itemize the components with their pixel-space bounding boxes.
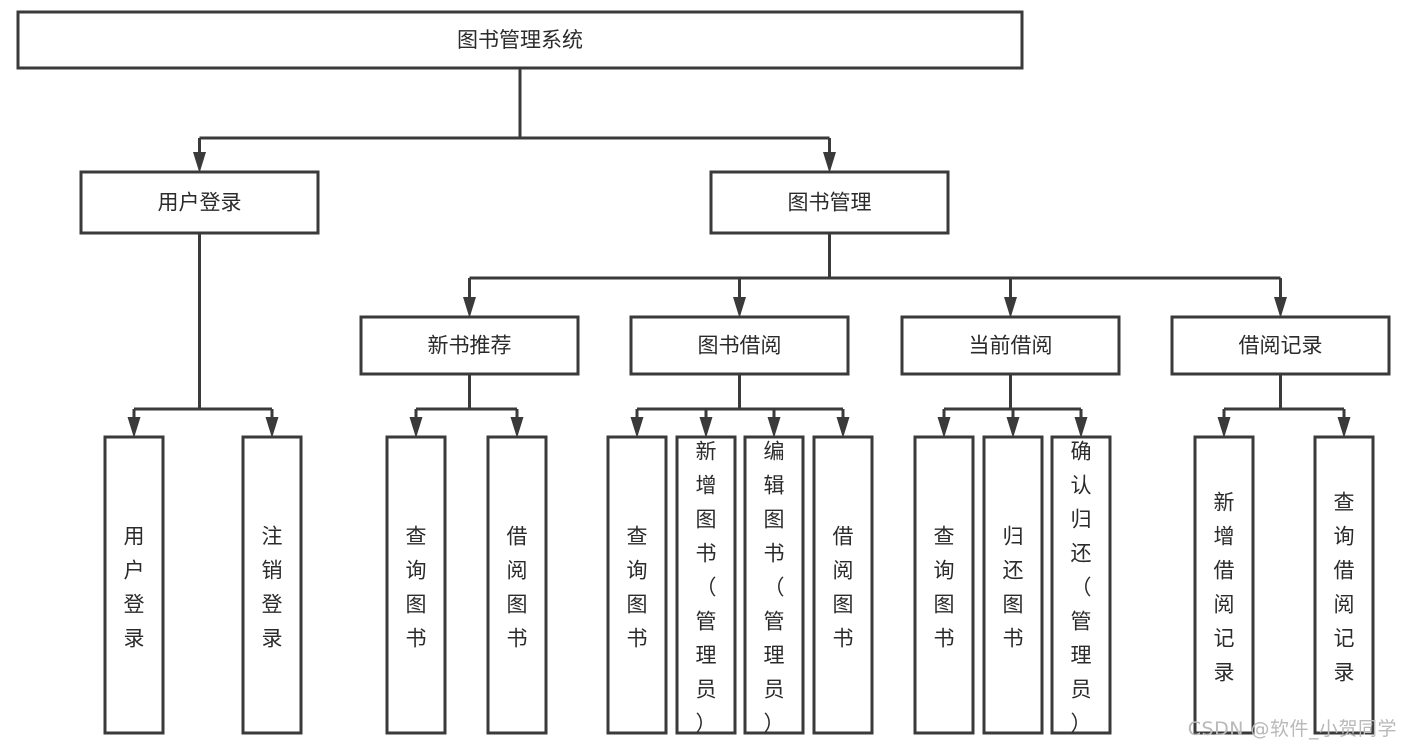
arrow-head-icon <box>1274 297 1287 318</box>
node-box <box>982 435 1044 735</box>
node-leaf-borrow-book-recommend[interactable]: 借阅图书 <box>486 435 548 735</box>
node-box <box>486 435 548 735</box>
node-leaf-query-book-borrow[interactable]: 查询图书 <box>606 435 668 735</box>
node-label: 当前借阅 <box>969 334 1053 358</box>
node-box <box>812 435 874 735</box>
node-label: 借阅图书 <box>507 525 528 651</box>
arrow-head-icon <box>836 417 850 438</box>
node-label: 查询图书 <box>627 525 648 651</box>
node-leaf-confirm-return[interactable]: 确认归还（管理员） <box>1050 435 1112 736</box>
node-label: 图书借阅 <box>698 334 782 358</box>
node-box <box>16 10 1024 70</box>
node-box <box>79 170 320 235</box>
connector-layer <box>127 68 1351 438</box>
node-leaf-user-login[interactable]: 用户登录 <box>103 435 165 735</box>
arrow-head-icon <box>265 417 279 438</box>
node-label: 归还图书 <box>1003 525 1024 651</box>
arrow-head-icon <box>510 417 524 438</box>
node-leaf-query-borrow-record[interactable]: 查询借阅记录 <box>1313 435 1375 735</box>
node-label: 确认归还（管理员） <box>1071 440 1092 736</box>
node-leaf-return-book[interactable]: 归还图书 <box>982 435 1044 735</box>
node-leaf-query-book-current[interactable]: 查询图书 <box>913 435 975 735</box>
node-new-book-recommend[interactable]: 新书推荐 <box>359 315 580 376</box>
node-label: 注销登录 <box>262 525 283 651</box>
node-label: 新增借阅记录 <box>1214 491 1235 685</box>
node-box <box>1313 435 1375 735</box>
arrow-head-icon <box>699 417 713 438</box>
node-box <box>606 435 668 735</box>
node-user-login[interactable]: 用户登录 <box>79 170 320 235</box>
node-leaf-borrow-book[interactable]: 借阅图书 <box>812 435 874 735</box>
node-root[interactable]: 图书管理系统 <box>16 10 1024 70</box>
node-label: 查询借阅记录 <box>1334 491 1355 685</box>
arrow-head-icon <box>1074 417 1088 438</box>
node-current-borrow[interactable]: 当前借阅 <box>900 315 1121 376</box>
node-label: 借阅记录 <box>1239 334 1323 358</box>
arrow-head-icon <box>463 297 476 318</box>
node-box <box>743 435 805 735</box>
arrow-head-icon <box>1006 417 1020 438</box>
node-box <box>675 435 737 735</box>
node-box <box>709 170 950 235</box>
node-label: 图书管理系统 <box>457 28 583 52</box>
node-box <box>241 435 303 735</box>
arrow-head-icon <box>823 152 836 173</box>
arrow-head-icon <box>733 297 746 318</box>
node-label: 新增图书（管理员） <box>696 440 717 736</box>
node-label: 查询图书 <box>934 525 955 651</box>
node-box <box>359 315 580 376</box>
arrow-head-icon <box>1337 417 1351 438</box>
node-label: 用户登录 <box>124 525 145 651</box>
node-box <box>103 435 165 735</box>
arrow-head-icon <box>127 417 141 438</box>
node-leaf-add-borrow-record[interactable]: 新增借阅记录 <box>1193 435 1255 735</box>
node-layer: 图书管理系统用户登录图书管理新书推荐图书借阅当前借阅借阅记录用户登录注销登录查询… <box>16 10 1391 736</box>
node-label: 编辑图书（管理员） <box>764 440 785 736</box>
node-label: 图书管理 <box>788 191 872 215</box>
node-box <box>1170 315 1391 376</box>
arrow-head-icon <box>937 417 951 438</box>
node-borrow-record[interactable]: 借阅记录 <box>1170 315 1391 376</box>
node-box <box>913 435 975 735</box>
node-label: 查询图书 <box>406 525 427 651</box>
node-leaf-edit-book[interactable]: 编辑图书（管理员） <box>743 435 805 736</box>
node-leaf-add-book[interactable]: 新增图书（管理员） <box>675 435 737 736</box>
node-box <box>1193 435 1255 735</box>
node-box <box>385 435 447 735</box>
arrow-head-icon <box>193 152 206 173</box>
arrow-head-icon <box>409 417 423 438</box>
node-box <box>1050 435 1112 735</box>
node-leaf-logout[interactable]: 注销登录 <box>241 435 303 735</box>
arrow-head-icon <box>767 417 781 438</box>
arrow-head-icon <box>1217 417 1231 438</box>
arrow-head-icon <box>630 417 644 438</box>
arrow-head-icon <box>1004 297 1017 318</box>
node-label: 借阅图书 <box>833 525 854 651</box>
node-leaf-query-book-recommend[interactable]: 查询图书 <box>385 435 447 735</box>
node-book-management[interactable]: 图书管理 <box>709 170 950 235</box>
node-box <box>900 315 1121 376</box>
node-label: 用户登录 <box>158 191 242 215</box>
node-box <box>629 315 850 376</box>
node-book-borrow[interactable]: 图书借阅 <box>629 315 850 376</box>
node-label: 新书推荐 <box>428 334 512 358</box>
